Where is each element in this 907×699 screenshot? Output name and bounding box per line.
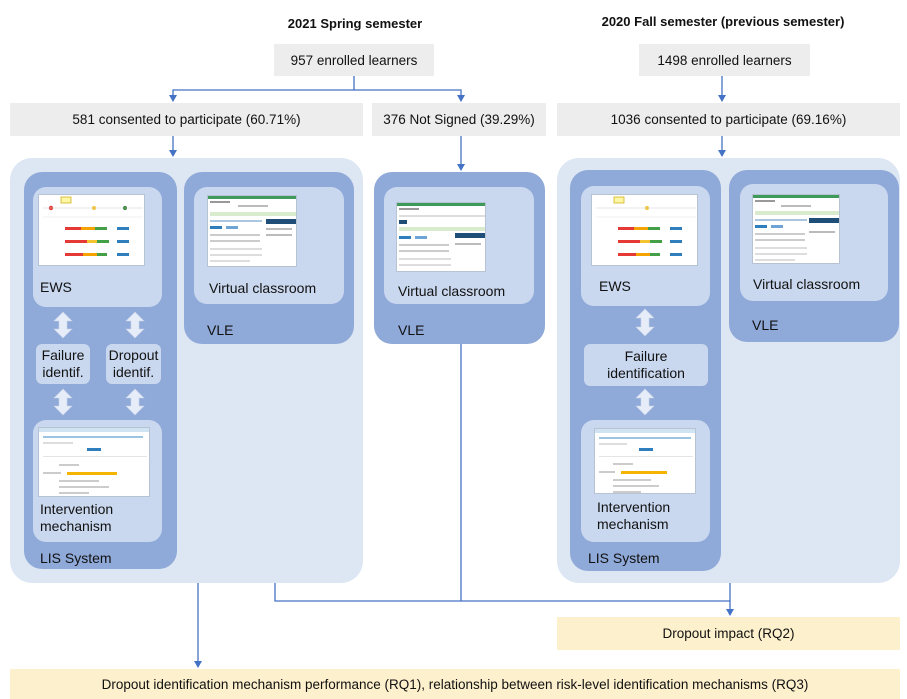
virtual-classroom-thumbnail (397, 203, 485, 266)
virtual-classroom-thumbnail (753, 195, 839, 261)
arrow-enrolled-to-not-signed (354, 89, 465, 102)
double-arrow-fall-failure-intervention (635, 388, 655, 416)
spring-not-signed-box: 376 Not Signed (39.29%) (372, 103, 546, 136)
arrow-enrolled-to-consented (169, 76, 355, 102)
spring-enrolled-box: 957 enrolled learners (274, 44, 434, 76)
spring-consented-box: 581 consented to participate (60.71%) (10, 103, 363, 136)
fall-lis-system-label: LIS System (588, 550, 660, 566)
ews-chart-thumbnail (43, 196, 143, 256)
spring-failure-identif-box: Failure identif. (36, 344, 90, 384)
ews-chart-thumbnail (596, 196, 696, 256)
not-signed-virtual-classroom-label: Virtual classroom (398, 283, 506, 299)
double-arrow-fall-ews-failure (635, 308, 655, 337)
performance-rq-box: Dropout identification mechanism perform… (10, 669, 900, 699)
not-signed-virtual-classroom-screenshot (396, 202, 486, 272)
spring-lis-system-label: LIS System (40, 550, 112, 566)
fall-ews-label: EWS (599, 278, 631, 294)
spring-ews-screenshot (38, 194, 145, 266)
spring-intervention-label: Intervention mechanism (40, 501, 114, 534)
fall-consented-box: 1036 consented to participate (69.16%) (557, 103, 900, 136)
spring-intervention-screenshot (38, 427, 150, 497)
fall-virtual-classroom-screenshot (752, 194, 840, 264)
double-arrow-failure-intervention (53, 388, 73, 416)
fall-vle-label: VLE (752, 317, 779, 333)
fall-semester-title: 2020 Fall semester (previous semester) (601, 14, 845, 29)
double-arrow-ews-dropout (125, 311, 145, 339)
spring-virtual-classroom-label: Virtual classroom (209, 280, 317, 296)
spring-virtual-classroom-screenshot (207, 195, 297, 267)
double-arrow-ews-failure (53, 311, 73, 339)
fall-intervention-screenshot (594, 428, 696, 494)
arrow-spring-panel-to-impact (274, 583, 734, 616)
intervention-form-thumbnail (39, 428, 149, 494)
spring-ews-label: EWS (40, 279, 72, 295)
intervention-form-thumbnail (595, 429, 695, 493)
fall-intervention-label: Intervention mechanism (597, 499, 671, 532)
fall-virtual-classroom-label: Virtual classroom (753, 276, 861, 292)
not-signed-vle-label: VLE (398, 322, 425, 338)
dropout-impact-box: Dropout impact (RQ2) (557, 617, 900, 650)
fall-ews-screenshot (591, 194, 698, 266)
virtual-classroom-thumbnail (208, 196, 296, 262)
fall-failure-identification-box: Failure identification (584, 344, 708, 386)
spring-semester-title: 2021 Spring semester (287, 16, 423, 31)
fall-enrolled-box: 1498 enrolled learners (639, 44, 810, 76)
spring-vle-label: VLE (207, 322, 234, 338)
double-arrow-dropout-intervention (125, 388, 145, 416)
spring-dropout-identif-box: Dropout identif. (106, 344, 161, 384)
